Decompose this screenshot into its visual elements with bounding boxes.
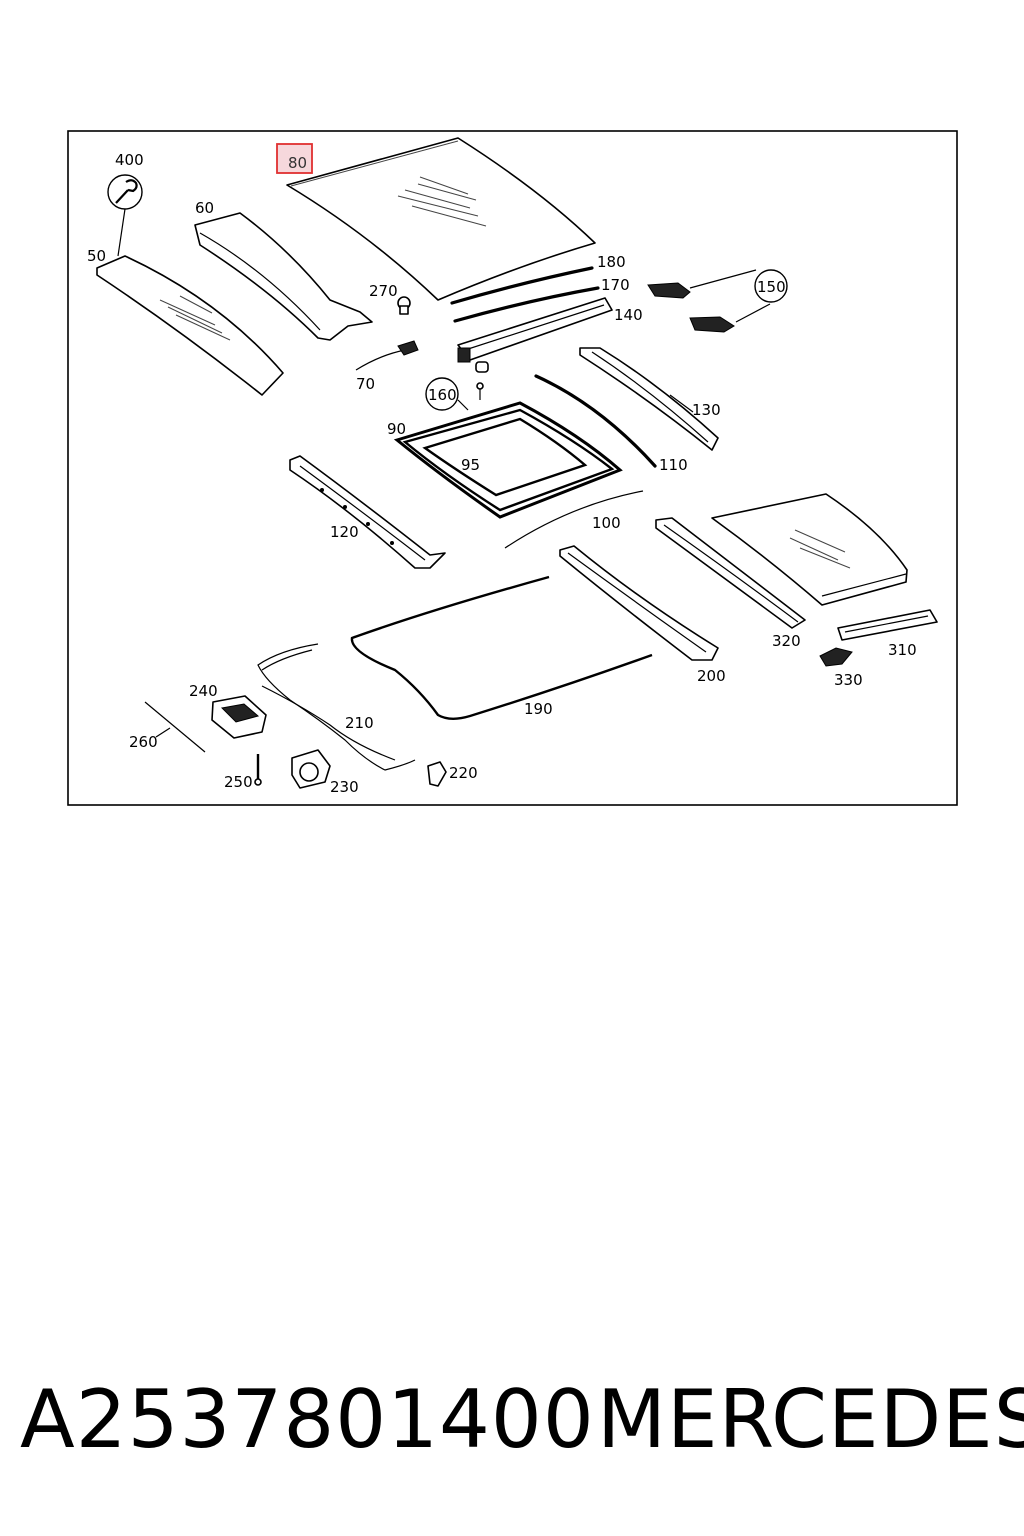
part-230-motor	[291, 749, 331, 789]
part-180-seal	[450, 266, 594, 305]
callout-320: 320	[772, 632, 801, 650]
part-170-seal	[453, 286, 600, 323]
callout-170: 170	[601, 276, 630, 294]
callout-70: 70	[356, 375, 375, 393]
part-250-screw	[254, 754, 262, 786]
callout-200: 200	[697, 667, 726, 685]
callout-130: 130	[692, 401, 721, 419]
part-60-deflector	[194, 212, 373, 341]
part-160-plug	[425, 361, 489, 411]
part-120-side-rail	[289, 455, 446, 569]
part-rear-panel	[711, 493, 908, 606]
callout-250: 250	[224, 773, 253, 791]
callout-110: 110	[659, 456, 688, 474]
callout-330: 330	[834, 671, 863, 689]
part-220-clip	[427, 761, 447, 787]
callout-100: 100	[592, 514, 621, 532]
part-140-front-rail	[457, 297, 613, 363]
callout-310: 310	[888, 641, 917, 659]
callout-220: 220	[449, 764, 478, 782]
part-320-rail	[655, 517, 806, 629]
part-110-seal	[534, 374, 657, 468]
part-70-cable	[355, 340, 419, 371]
callout-150: 150	[757, 278, 786, 296]
brand-name: MERCEDES	[597, 1373, 1024, 1466]
callout-60: 60	[195, 199, 214, 217]
part-90-frame-seal	[393, 401, 623, 519]
callout-180: 180	[597, 253, 626, 271]
diagram-frame	[67, 130, 958, 806]
part-100-strip	[504, 490, 644, 549]
part-number: A2537801400	[20, 1373, 595, 1466]
callout-190: 190	[524, 700, 553, 718]
part-80-glass-panel	[286, 137, 596, 301]
callout-120: 120	[330, 523, 359, 541]
part-330-clip	[819, 647, 853, 667]
callout-210: 210	[345, 714, 374, 732]
footer: A2537801400 MERCEDES	[0, 1372, 1024, 1472]
part-200-rail	[559, 545, 719, 661]
callout-260: 260	[129, 733, 158, 751]
part-260-rod	[144, 701, 206, 753]
callout-230: 230	[330, 778, 359, 796]
callout-140: 140	[614, 306, 643, 324]
part-190-seal	[350, 575, 653, 720]
callout-90: 90	[387, 420, 406, 438]
part-50-rear-glass	[96, 255, 284, 396]
part-150-clips	[647, 269, 788, 333]
callout-95: 95	[461, 456, 480, 474]
callout-50: 50	[87, 247, 106, 265]
callout-160: 160	[428, 386, 457, 404]
wrench-icon	[107, 174, 143, 210]
callout-240: 240	[189, 682, 218, 700]
callout-270: 270	[369, 282, 398, 300]
part-240-motor	[211, 695, 267, 739]
part-270-bolt	[397, 296, 411, 315]
part-310-bracket	[837, 609, 938, 641]
callout-400: 400	[115, 151, 144, 169]
part-210-cable	[257, 643, 416, 771]
callout-80: 80	[288, 154, 307, 172]
part-130-side-rail	[579, 347, 719, 451]
part-95-inner-seal	[422, 417, 588, 497]
highlight-box	[276, 143, 313, 174]
